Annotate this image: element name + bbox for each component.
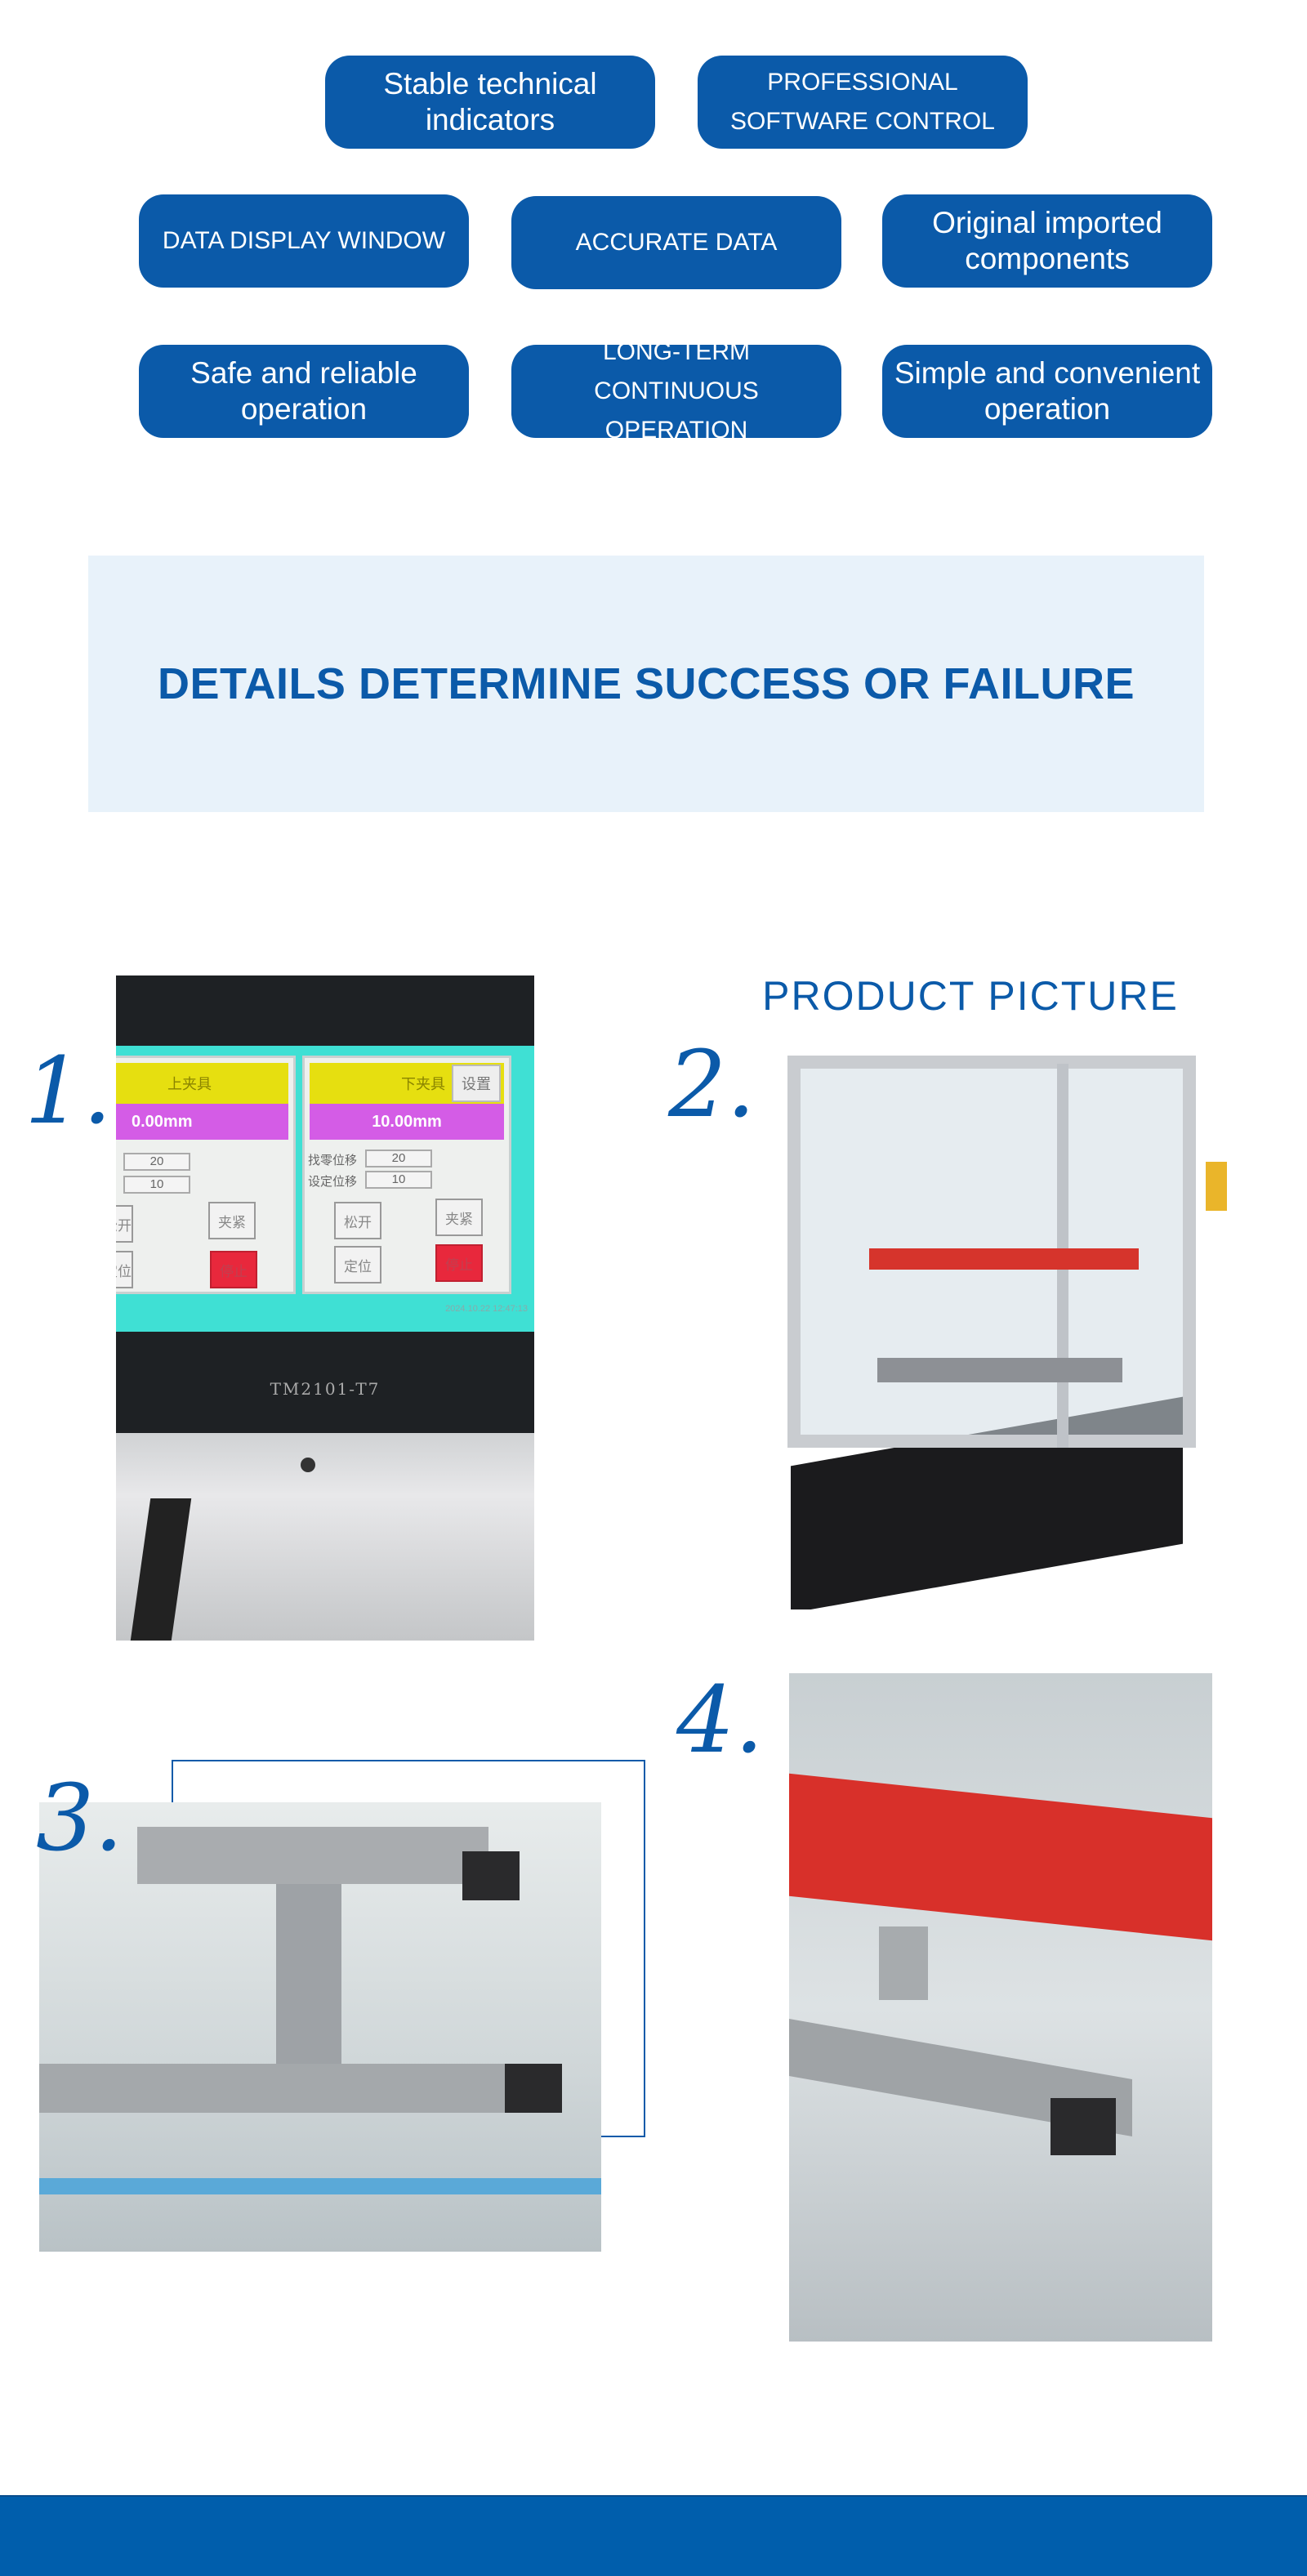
photo-number-1: 1. <box>25 1038 112 1145</box>
feature-pill: Safe and reliable operation <box>139 345 469 438</box>
motor <box>505 2064 562 2113</box>
feature-pill: DATA DISPLAY WINDOW <box>139 194 469 288</box>
lower-clamp-label: 下夹具 <box>401 1076 445 1092</box>
product-picture-heading: PRODUCT PICTURE <box>762 973 1179 1019</box>
load-cell-photo <box>789 1673 1212 2342</box>
feature-label: ACCURATE DATA <box>575 229 778 256</box>
feature-pill: Stable technical indicators <box>325 56 655 149</box>
fixture-photo <box>39 1802 601 2252</box>
hmi-timestamp: 2024.10.22 12:47:13 <box>445 1304 528 1314</box>
upper-clamp-value: 0.00mm <box>116 1104 288 1140</box>
upper-fixture <box>137 1827 488 1884</box>
lower-clamp-panel: 下夹具设置 10.00mm 找零位移 20 设定位移 10 松开 夹紧 定位 停… <box>302 1056 511 1294</box>
feature-pill: Simple and convenient operation <box>882 345 1212 438</box>
red-crossbeam <box>789 1773 1212 1941</box>
upper-field-2: 10 <box>123 1176 190 1194</box>
testing-machine-photo <box>771 1047 1233 1609</box>
upper-clamp-button: 夹紧 <box>208 1202 256 1239</box>
machine-plate <box>877 1358 1122 1382</box>
upper-release-button: 松开 <box>116 1205 133 1243</box>
upper-field-1: 20 <box>123 1153 190 1171</box>
feature-pill: ACCURATE DATA <box>511 196 841 289</box>
lower-clamp-button: 夹紧 <box>435 1199 483 1236</box>
feature-pill: LONG-TERM CONTINUOUS OPERATION <box>511 338 841 444</box>
feature-label: Simple and convenient operation <box>894 355 1201 426</box>
settings-button: 设置 <box>452 1065 501 1102</box>
motor <box>1051 2098 1116 2155</box>
lower-fixture <box>39 2064 562 2113</box>
feature-label: Stable technical indicators <box>383 66 597 136</box>
section-banner: DETAILS DETERMINE SUCCESS OR FAILURE <box>88 556 1204 812</box>
footer-bar <box>0 2495 1307 2576</box>
feature-pill: PROFESSIONAL SOFTWARE CONTROL <box>698 56 1028 149</box>
lower-field-2: 10 <box>365 1171 432 1189</box>
feature-pill: Original imported components <box>882 194 1212 288</box>
feature-label: LONG-TERM CONTINUOUS OPERATION <box>594 338 759 444</box>
upper-clamp-panel: 上夹具 0.00mm 20 10 松开 夹紧 定位 停止 <box>116 1056 296 1294</box>
lower-release-button: 松开 <box>334 1202 381 1239</box>
set-displacement-label: 设定位移 <box>308 1175 358 1189</box>
motor <box>462 1851 520 1900</box>
feature-label: PROFESSIONAL SOFTWARE CONTROL <box>730 69 995 135</box>
photo-number-4: 4. <box>676 1667 764 1774</box>
base-rail <box>39 2178 601 2194</box>
upper-clamp-title: 上夹具 <box>116 1063 288 1104</box>
control-box <box>1206 1162 1227 1211</box>
feature-label: DATA DISPLAY WINDOW <box>162 227 446 254</box>
load-cell <box>879 1926 928 2000</box>
lower-clamp-value: 10.00mm <box>310 1104 504 1140</box>
banner-title: DETAILS DETERMINE SUCCESS OR FAILURE <box>157 659 1135 708</box>
lower-field-1: 20 <box>365 1150 432 1167</box>
feature-label: Safe and reliable operation <box>190 355 417 426</box>
center-rod <box>276 1884 341 2064</box>
machine-crossbeam <box>869 1248 1139 1270</box>
photo-number-2: 2. <box>668 1032 756 1138</box>
bezel-screw <box>301 1458 315 1472</box>
lower-position-button: 定位 <box>334 1246 381 1284</box>
hmi-model-label: TM2101-T7 <box>270 1379 381 1399</box>
photo-number-3: 3. <box>36 1766 123 1872</box>
upper-position-button: 定位 <box>116 1251 133 1288</box>
feature-label: Original imported components <box>932 205 1162 275</box>
lower-stop-button: 停止 <box>435 1244 483 1282</box>
zero-displacement-label: 找零位移 <box>308 1154 358 1167</box>
upper-stop-button: 停止 <box>210 1251 257 1288</box>
lower-clamp-title: 下夹具设置 <box>310 1063 504 1104</box>
